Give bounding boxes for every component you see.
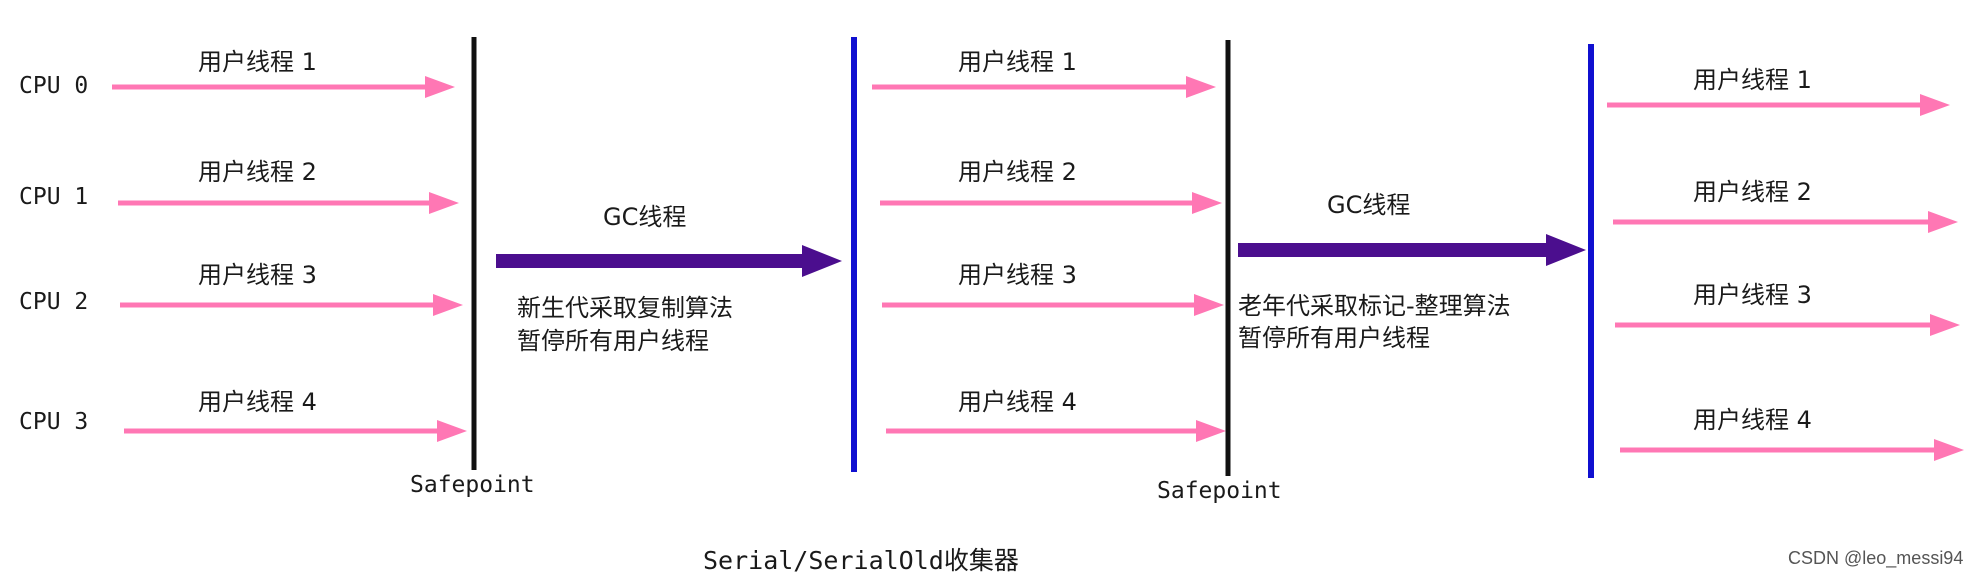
- csdn-watermark: CSDN @leo_messi94: [1788, 548, 1964, 568]
- safepoint-line-1: [471, 37, 477, 470]
- gc-desc-young-line2: 暂停所有用户线程: [517, 327, 709, 355]
- resume-line-2: [1588, 44, 1594, 478]
- resume-line-1: [851, 37, 857, 472]
- phase3-thread-label-1: 用户线程 1: [1693, 66, 1812, 94]
- cpu-label-3: CPU 3: [19, 409, 89, 435]
- phase1-thread-label-1: 用户线程 1: [198, 48, 317, 76]
- phase3-user-thread-arrow-3: [1615, 314, 1960, 336]
- safepoint-line-2: [1225, 40, 1231, 476]
- gc-thread-label-old: GC线程: [1327, 191, 1411, 219]
- phase3-user-thread-arrow-2: [1613, 211, 1958, 233]
- phase3-thread-label-3: 用户线程 3: [1693, 281, 1812, 309]
- phase1-thread-label-2: 用户线程 2: [198, 158, 317, 186]
- cpu-label-1: CPU 1: [19, 184, 89, 210]
- phase1-thread-label-4: 用户线程 4: [198, 388, 317, 416]
- phase3-thread-label-4: 用户线程 4: [1693, 406, 1812, 434]
- phase2-user-thread-arrow-2: [880, 192, 1222, 214]
- gc-desc-old-line2: 暂停所有用户线程: [1238, 324, 1430, 352]
- phase3-thread-label-2: 用户线程 2: [1693, 178, 1812, 206]
- phase2-user-thread-arrow-3: [882, 294, 1224, 316]
- gc-thread-arrow-young: [496, 245, 842, 277]
- phase1-thread-label-3: 用户线程 3: [198, 261, 317, 289]
- phase2-thread-label-1: 用户线程 1: [958, 48, 1077, 76]
- cpu-label-2: CPU 2: [19, 289, 89, 315]
- phase3-user-thread-arrow-1: [1607, 94, 1950, 116]
- phase-divider-lines: [471, 37, 1594, 478]
- phase1-user-thread-arrow-2: [118, 192, 459, 214]
- phase1-user-thread-arrow-3: [120, 294, 463, 316]
- phase3-user-thread-arrow-4: [1620, 439, 1964, 461]
- gc-thread-arrow-old: [1238, 234, 1586, 266]
- phase2-thread-label-3: 用户线程 3: [958, 261, 1077, 289]
- phase2-thread-label-2: 用户线程 2: [958, 158, 1077, 186]
- phase2-thread-label-4: 用户线程 4: [958, 388, 1077, 416]
- gc-thread-arrows: [496, 234, 1586, 277]
- phase1-user-thread-arrow-4: [124, 420, 467, 442]
- gc-desc-young-line1: 新生代采取复制算法: [517, 294, 733, 322]
- phase1-user-thread-arrow-1: [112, 76, 455, 98]
- user-thread-arrows: [112, 76, 1964, 461]
- safepoint-label-2: Safepoint: [1157, 478, 1282, 504]
- gc-thread-label-young: GC线程: [603, 203, 687, 231]
- phase2-user-thread-arrow-1: [872, 76, 1216, 98]
- cpu-label-0: CPU 0: [19, 73, 89, 99]
- gc-desc-old-line1: 老年代采取标记-整理算法: [1238, 292, 1511, 320]
- safepoint-label-1: Safepoint: [410, 472, 535, 498]
- diagram-caption: Serial/SerialOld收集器: [703, 546, 1019, 575]
- phase2-user-thread-arrow-4: [886, 420, 1226, 442]
